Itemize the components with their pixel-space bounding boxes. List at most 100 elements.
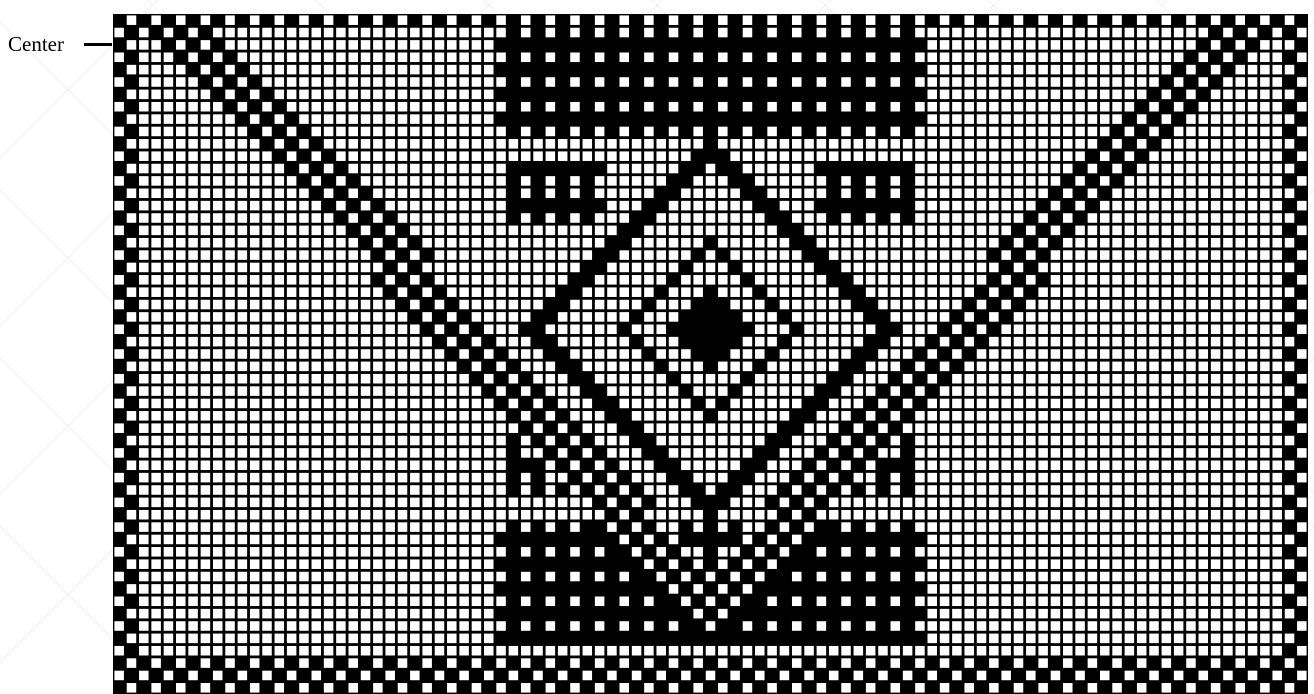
filled-block — [359, 187, 372, 200]
open-mesh — [348, 90, 358, 100]
open-mesh — [1149, 621, 1159, 631]
open-mesh — [952, 609, 962, 619]
open-mesh — [324, 621, 334, 631]
open-mesh — [804, 275, 814, 285]
open-mesh — [1125, 473, 1135, 483]
open-mesh — [977, 28, 987, 38]
open-mesh — [841, 312, 851, 322]
open-mesh — [1162, 250, 1172, 260]
open-mesh — [164, 473, 174, 483]
open-mesh — [176, 460, 186, 470]
filled-block — [1148, 88, 1161, 101]
open-mesh — [139, 139, 149, 149]
filled-block — [864, 397, 877, 410]
open-mesh — [1137, 15, 1147, 25]
open-mesh — [656, 312, 666, 322]
open-mesh — [410, 621, 420, 631]
filled-block — [951, 360, 964, 373]
open-mesh — [1014, 609, 1024, 619]
open-mesh — [546, 226, 556, 236]
filled-block — [1246, 39, 1259, 52]
filled-block — [754, 88, 767, 101]
filled-block — [187, 63, 200, 76]
open-mesh — [422, 547, 432, 557]
open-mesh — [891, 52, 901, 62]
open-mesh — [533, 250, 543, 260]
filled-block — [877, 620, 890, 633]
filled-block — [569, 162, 582, 175]
filled-block — [680, 51, 693, 64]
open-mesh — [952, 349, 962, 359]
open-mesh — [767, 127, 777, 137]
open-mesh — [348, 28, 358, 38]
open-mesh — [484, 275, 494, 285]
open-mesh — [1272, 127, 1282, 137]
open-mesh — [484, 584, 494, 594]
open-mesh — [854, 151, 864, 161]
filled-block — [618, 113, 631, 126]
filled-block — [655, 125, 668, 138]
open-mesh — [348, 337, 358, 347]
open-mesh — [792, 275, 802, 285]
open-mesh — [1051, 473, 1061, 483]
open-mesh — [1001, 90, 1011, 100]
open-mesh — [373, 324, 383, 334]
open-mesh — [361, 436, 371, 446]
open-mesh — [866, 275, 876, 285]
open-mesh — [1026, 374, 1036, 384]
filled-block — [630, 76, 643, 89]
open-mesh — [1162, 324, 1172, 334]
open-mesh — [1001, 572, 1011, 582]
open-mesh — [373, 448, 383, 458]
filled-block — [557, 101, 570, 114]
open-mesh — [1186, 127, 1196, 137]
open-mesh — [361, 634, 371, 644]
open-mesh — [139, 609, 149, 619]
filled-block — [877, 632, 890, 645]
open-mesh — [964, 596, 974, 606]
open-mesh — [164, 337, 174, 347]
open-mesh — [866, 547, 876, 557]
open-mesh — [940, 535, 950, 545]
open-mesh — [952, 114, 962, 124]
filled-block — [359, 212, 372, 225]
filled-block — [557, 607, 570, 620]
open-mesh — [1223, 324, 1233, 334]
open-mesh — [1063, 250, 1073, 260]
open-mesh — [1211, 634, 1221, 644]
filled-block — [877, 101, 890, 114]
open-mesh — [287, 621, 297, 631]
open-mesh — [644, 176, 654, 186]
open-mesh — [977, 164, 987, 174]
open-mesh — [595, 287, 605, 297]
open-mesh — [188, 621, 198, 631]
open-mesh — [1235, 460, 1245, 470]
filled-block — [1234, 26, 1247, 39]
open-mesh — [1051, 151, 1061, 161]
open-mesh — [312, 584, 322, 594]
open-mesh — [348, 188, 358, 198]
open-mesh — [1174, 374, 1184, 384]
open-mesh — [373, 238, 383, 248]
open-mesh — [780, 522, 790, 532]
filled-block — [1160, 125, 1173, 138]
open-mesh — [373, 28, 383, 38]
filled-block — [680, 385, 693, 398]
open-mesh — [1174, 559, 1184, 569]
filled-block — [1086, 150, 1099, 163]
open-mesh — [348, 423, 358, 433]
filled-block — [557, 583, 570, 596]
open-mesh — [780, 151, 790, 161]
open-mesh — [570, 188, 580, 198]
open-mesh — [472, 15, 482, 25]
open-mesh — [632, 324, 642, 334]
open-mesh — [336, 275, 346, 285]
filled-block — [581, 51, 594, 64]
open-mesh — [1075, 139, 1085, 149]
open-mesh — [1223, 114, 1233, 124]
filled-block — [852, 187, 865, 200]
open-mesh — [275, 250, 285, 260]
open-mesh — [1199, 374, 1209, 384]
open-mesh — [238, 226, 248, 236]
open-mesh — [361, 337, 371, 347]
